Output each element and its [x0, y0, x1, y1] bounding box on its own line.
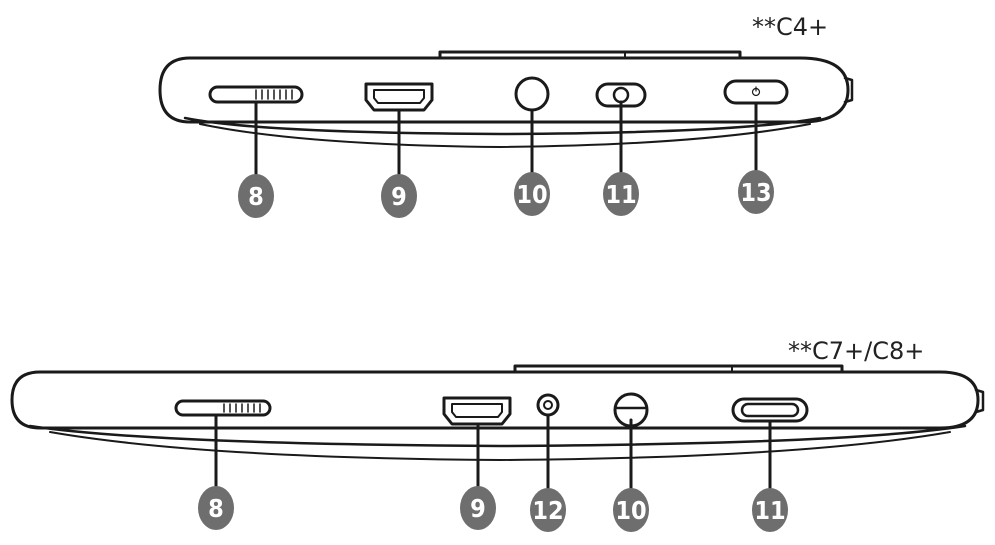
callout-badge: 8 [198, 486, 234, 530]
callout-badge: 13 [738, 170, 774, 214]
callout-number: 11 [605, 180, 636, 209]
device-c4-hdmi-port [364, 82, 434, 112]
device-c4-bottom-edge [199, 123, 811, 148]
device-c4-body [158, 56, 850, 124]
callout-badge: 12 [530, 488, 566, 532]
device-c7-c8-switch-inner [740, 402, 800, 418]
device-c7-c8-hdmi-port [442, 396, 512, 426]
device-c4-round-jack [514, 76, 550, 112]
callout-number: 10 [516, 180, 547, 209]
model-label-c7-c8: **C7+/C8+ [788, 337, 924, 365]
device-c7-c8-body [10, 370, 980, 430]
callout-number: 11 [754, 496, 785, 525]
device-c7-c8-bottom-edge [49, 431, 951, 461]
callout-number: 9 [391, 182, 407, 211]
device-c4-power-button [723, 79, 789, 105]
device-c7-c8-leader-lines [214, 413, 772, 492]
callout-number: 10 [615, 496, 646, 525]
device-c4-card-slot-pins [255, 89, 293, 100]
device-c7-c8-switch [731, 397, 809, 423]
device-c4-switch-knob [612, 86, 630, 104]
model-label-c4: **C4+ [752, 13, 828, 41]
device-c7-c8-callouts: 8 9 12 10 11 [198, 486, 788, 532]
callout-number: 8 [248, 182, 264, 211]
device-c4-hdmi-inner [373, 89, 425, 104]
device-c4-callouts: 8 9 10 11 13 [238, 170, 774, 218]
device-c7-c8-small-jack [536, 393, 560, 417]
callout-badge: 10 [613, 488, 649, 532]
callout-badge: 9 [460, 486, 496, 530]
device-c7-c8-lower-edge [28, 424, 967, 448]
callout-badge: 10 [514, 172, 550, 216]
device-c4-side-view: **C4+ [158, 13, 854, 218]
device-c7-c8-small-jack-inner [543, 400, 553, 410]
device-c7-c8-side-nub [974, 388, 985, 414]
callout-badge: 11 [603, 172, 639, 216]
device-c7-c8-card-slot [174, 399, 272, 417]
power-icon [751, 86, 761, 97]
device-c7-c8-card-slot-pins [223, 403, 261, 413]
callout-badge: 11 [752, 488, 788, 532]
device-c4-side-nub [843, 76, 854, 104]
callout-number: 8 [208, 494, 224, 523]
callout-number: 9 [470, 494, 486, 523]
callout-badge: 8 [238, 174, 274, 218]
device-c7-c8-side-view: **C7+/C8+ [10, 337, 985, 532]
device-c4-top-button-strip [438, 50, 742, 60]
callout-badge: 9 [381, 174, 417, 218]
device-c7-c8-top-button-strip [513, 364, 844, 374]
device-c4-leader-lines [254, 100, 758, 180]
device-c7-c8-hdmi-inner [451, 403, 503, 418]
device-c4-lower-edge [183, 116, 822, 136]
callout-number: 13 [740, 178, 771, 207]
callout-number: 12 [532, 496, 563, 525]
